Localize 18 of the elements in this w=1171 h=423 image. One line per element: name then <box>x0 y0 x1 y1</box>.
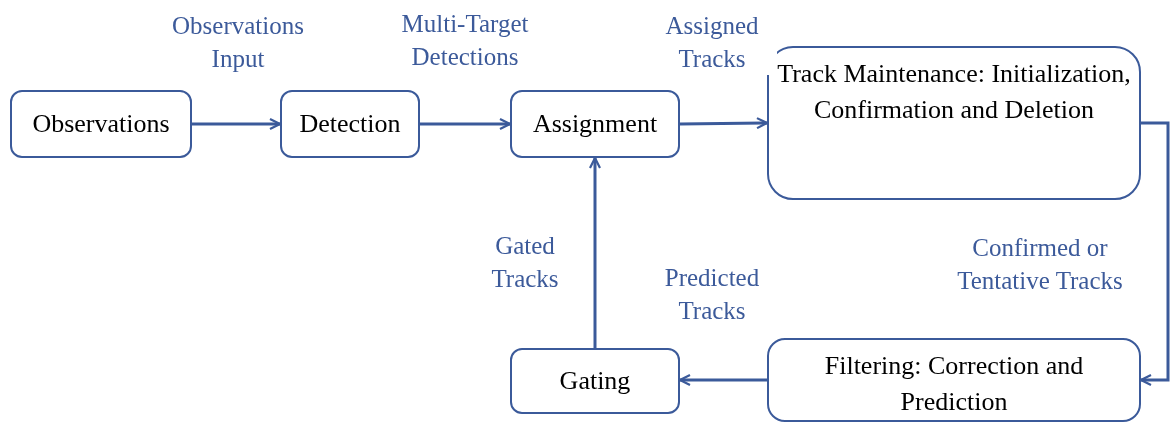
box-label: Track Maintenance: Initialization, Confirmation and Deletion <box>776 58 1132 126</box>
box-label: Observations <box>32 108 170 141</box>
arrow <box>678 373 767 387</box>
arrow <box>588 156 602 348</box>
box-label: Gating <box>559 365 631 398</box>
process-box <box>10 90 192 158</box>
box-label: Filtering: Correction and Prediction <box>823 350 1085 418</box>
box-label: Assignment <box>532 108 658 141</box>
arrow <box>680 117 769 130</box>
arrow <box>1139 121 1170 387</box>
process-box <box>767 46 1141 200</box>
process-box <box>280 90 420 158</box>
process-box <box>767 338 1141 422</box>
arrow <box>420 117 512 131</box>
arrow <box>192 117 282 131</box>
process-box <box>510 90 680 158</box>
box-label: Detection <box>299 108 401 141</box>
process-box <box>510 348 680 414</box>
